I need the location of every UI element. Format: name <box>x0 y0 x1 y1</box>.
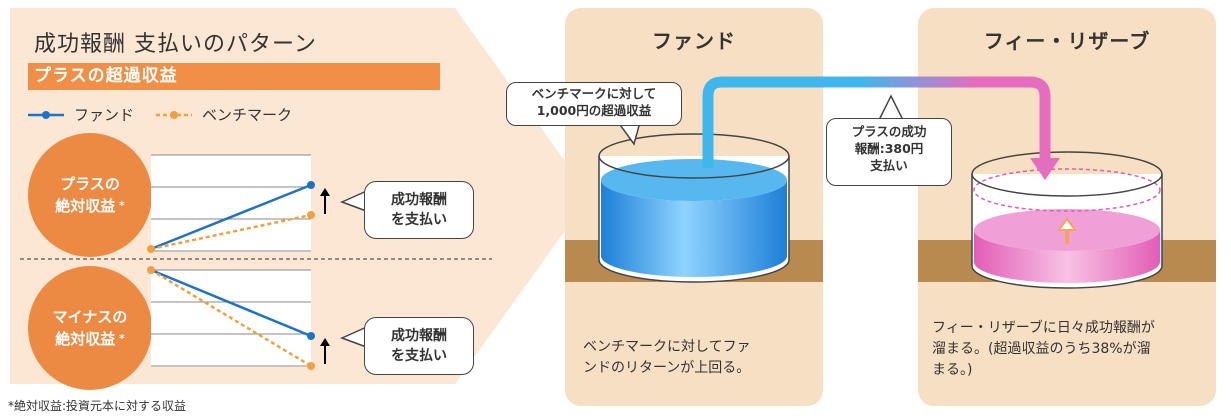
page-title: 成功報酬 支払いのパターン <box>34 32 317 57</box>
negative-label-line1: マイナスの <box>52 308 128 326</box>
transfer-line3: 支払い <box>870 158 908 173</box>
negative-absolute-return-circle: マイナスの 絶対収益 <box>28 266 152 390</box>
callout-line1: 成功報酬 <box>391 328 447 344</box>
callout-line1: 成功報酬 <box>391 192 447 208</box>
positive-label-line1: プラスの <box>60 175 120 193</box>
subtitle-bar <box>28 63 440 90</box>
success-fee-payment-label: プラスの成功 報酬:380円 支払い <box>826 118 952 186</box>
footnote: *絶対収益:投資元本に対する収益 <box>8 399 187 413</box>
negative-label-line2: 絶対収益 <box>55 328 125 350</box>
callout-line2: を支払い <box>391 212 447 228</box>
benchmark-legend-swatch <box>156 110 193 119</box>
pay-fee-callout-positive: 成功報酬 を支払い <box>364 181 474 239</box>
reserve-description-line1: フィー・リザーブに日々成功報酬が <box>932 320 1155 336</box>
reserve-description-line2: 溜まる。(超過収益のうち38%が溜 <box>932 341 1151 357</box>
positive-return-chart <box>147 154 330 253</box>
bubble-line2: 1,000円の超過収益 <box>536 103 652 118</box>
pay-fee-callout-negative: 成功報酬 を支払い <box>364 317 474 375</box>
bubble-line1: ベンチマークに対して <box>531 86 657 101</box>
benchmark-legend-label: ベンチマーク <box>202 106 293 124</box>
fund-panel-description: ベンチマークに対してファ ンドのリターンが上回る。 <box>583 337 813 379</box>
fund-description-line1: ベンチマークに対してファ <box>583 339 751 355</box>
fund-description-line2: ンドのリターンが上回る。 <box>583 360 751 376</box>
fund-legend-label: ファンド <box>74 106 135 124</box>
fund-panel-title: ファンド <box>652 29 736 53</box>
fund-legend-swatch <box>28 110 64 119</box>
reserve-panel-background <box>918 8 1216 406</box>
reserve-description-line3: まる。) <box>932 362 973 378</box>
positive-label-line2: 絶対収益 <box>55 195 125 217</box>
reserve-panel-title: フィー・リザーブ <box>983 29 1151 53</box>
transfer-line2: 報酬:380円 <box>854 141 924 156</box>
legend: ファンド ベンチマーク <box>28 104 292 125</box>
transfer-line1: プラスの成功 <box>851 124 927 139</box>
negative-return-chart <box>147 266 330 370</box>
reserve-panel-description: フィー・リザーブに日々成功報酬が 溜まる。(超過収益のうち38%が溜 まる。) <box>932 318 1212 381</box>
positive-absolute-return-circle: プラスの 絶対収益 <box>28 133 152 257</box>
callout-line2: を支払い <box>391 348 447 364</box>
subtitle: プラスの超過収益 <box>34 66 178 86</box>
transfer-pipe <box>702 76 1060 180</box>
excess-return-bubble: ベンチマークに対して 1,000円の超過収益 <box>506 82 682 126</box>
